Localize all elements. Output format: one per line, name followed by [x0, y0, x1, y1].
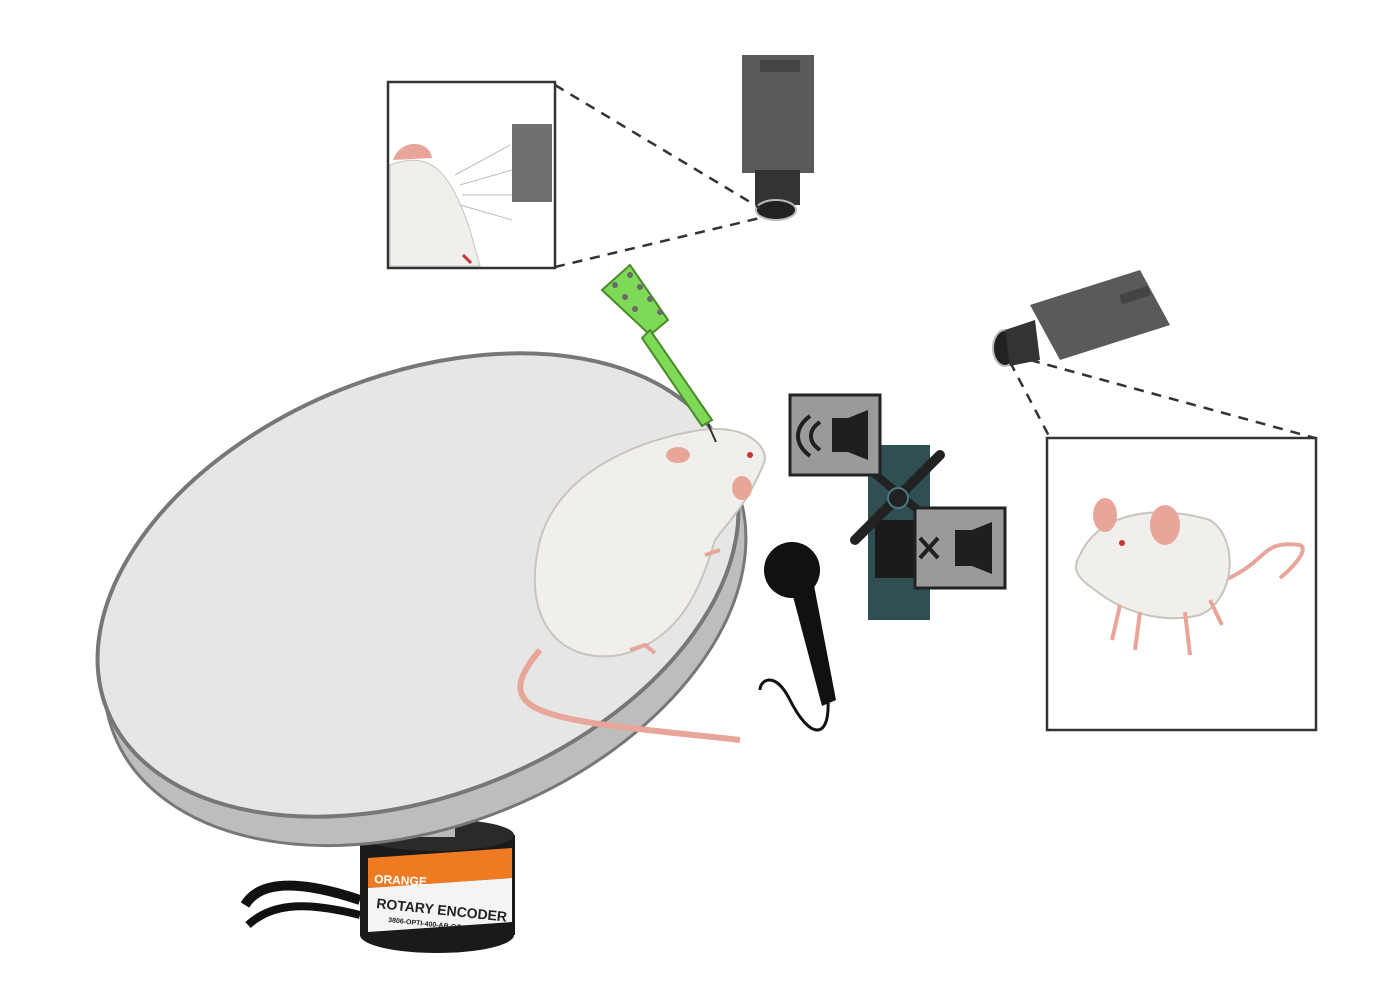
- body-camera: [992, 270, 1170, 367]
- body-camera-view-line: [1008, 361, 1052, 439]
- whisker-camera: [742, 55, 814, 221]
- whisker-camera-view-line: [554, 216, 761, 269]
- body-camera-view-line: [1029, 358, 1316, 440]
- whisker-camera-view-line: [554, 83, 761, 210]
- body-inset: [1045, 436, 1318, 732]
- silicon-probe: [600, 263, 717, 443]
- whisker-inset: [386, 80, 557, 270]
- speaker-muted-icon: [913, 506, 1007, 590]
- treadmill-disc: [95, 351, 748, 848]
- rotary-encoder: ORANGE ROTARY ENCODER 3806-OPTI-400-AB-O…: [240, 812, 515, 953]
- microphone-icon: [758, 542, 836, 732]
- encoder-brand-label: ORANGE: [374, 872, 427, 889]
- speaker-on-icon: [788, 393, 882, 477]
- head-fixed-mouse: [517, 428, 767, 743]
